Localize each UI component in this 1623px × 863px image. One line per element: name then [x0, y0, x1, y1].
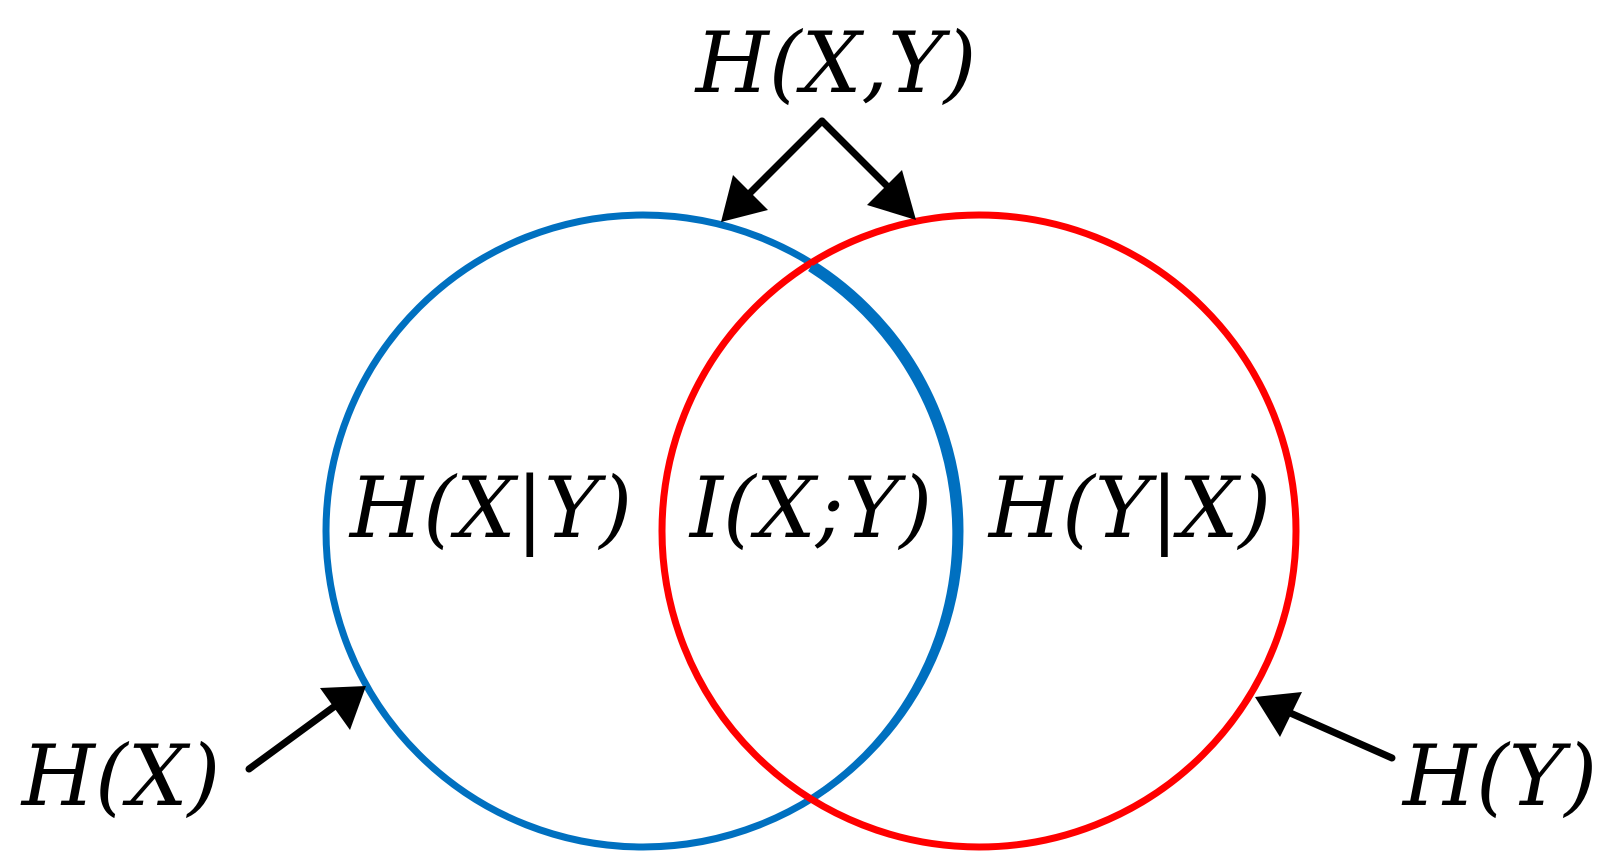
label-joint-entropy: H(X,Y) [694, 14, 977, 112]
arrow-joint-to-x-head [721, 175, 768, 222]
arrow-joint-to-y-line [818, 117, 890, 189]
label-entropy-x: H(X) [20, 727, 221, 825]
circle-x-overlap-arc [808, 265, 960, 799]
arrow-hy-line [1284, 708, 1396, 762]
arrow-hx-head [320, 686, 366, 730]
label-conditional-x-given-y: H(X|Y) [348, 459, 632, 557]
arrow-hx-line [245, 702, 339, 773]
label-entropy-y: H(Y) [1401, 727, 1597, 825]
arrow-hy-head [1255, 692, 1302, 737]
label-mutual-information: I(X;Y) [688, 459, 932, 557]
circle-x [322, 211, 964, 851]
circle-y [658, 211, 1300, 851]
label-conditional-y-given-x: H(Y|X) [987, 459, 1271, 557]
arrow-joint-to-y-head [867, 170, 916, 220]
arrow-joint-to-x-line [742, 117, 826, 201]
